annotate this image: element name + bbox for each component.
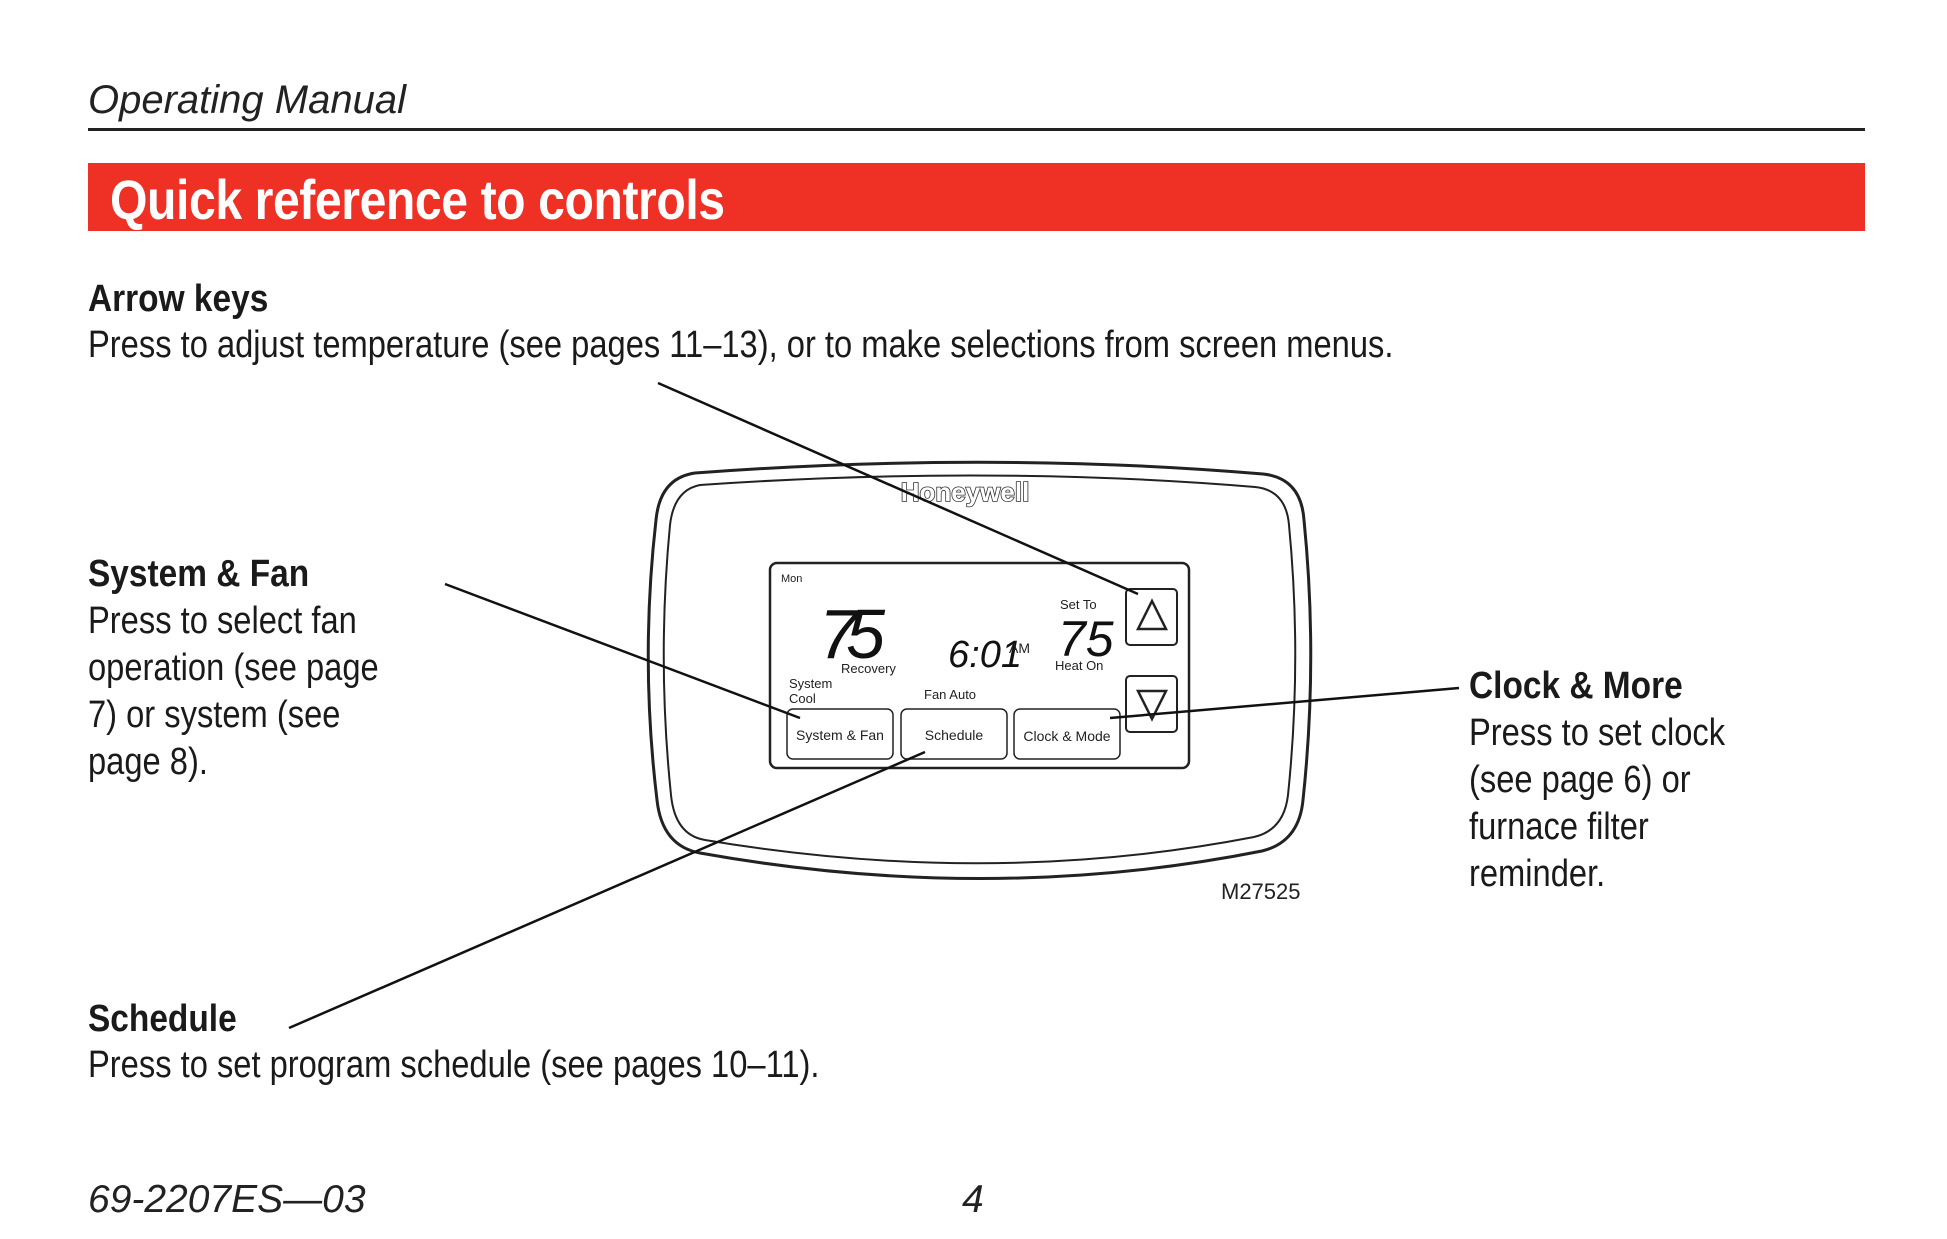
clock-more-leader [1109,686,1460,720]
clock-more-title: Clock & More [1469,665,1683,707]
clock-time: 6:01 [948,634,1022,676]
schedule-leader [288,750,926,1030]
arrow-keys-leader [657,381,1139,596]
system-fan-button[interactable]: System & Fan [786,708,894,760]
running-header: Operating Manual [88,78,406,122]
heat-status-label: Heat On [1055,658,1103,673]
fan-mode-label: Fan Auto [924,687,976,702]
thermostat-inner-housing [662,474,1297,865]
section-banner: Quick reference to controls [88,163,1865,231]
thermostat-outer-housing [646,460,1313,880]
document-number: 69-2207ES—03 [88,1178,366,1221]
recovery-label: Recovery [841,661,896,676]
clock-more-line: furnace filter [1469,806,1649,848]
room-temperature: 75 [819,595,886,673]
schedule-body: Press to set program schedule (see pages… [88,1044,820,1086]
arrow-keys-title: Arrow keys [88,278,269,320]
schedule-button[interactable]: Schedule [900,708,1008,760]
schedule-button-label: Schedule [925,727,984,743]
system-fan-line: operation (see page [88,647,379,689]
header-rule [88,128,1865,131]
clock-mode-button[interactable]: Clock & Mode [1013,708,1121,760]
system-mode-value: Cool [789,691,816,706]
system-fan-line: 7) or system (see [88,694,341,736]
clock-mode-button-label: Clock & Mode [1023,728,1110,744]
triangle-down-icon [1135,689,1169,722]
clock-more-line: Press to set clock [1469,712,1726,754]
banner-title: Quick reference to controls [110,168,725,231]
arrow-keys-body: Press to adjust temperature (see pages 1… [88,324,1394,366]
system-fan-line: Press to select fan [88,600,357,642]
figure-id: M27525 [1221,879,1301,904]
down-arrow-button[interactable] [1125,675,1178,733]
display-panel [768,561,1191,770]
up-arrow-button[interactable] [1125,588,1178,646]
system-fan-button-label: System & Fan [796,727,884,743]
triangle-up-icon [1135,598,1169,631]
system-fan-line: page 8). [88,741,208,783]
system-fan-body: Press to select fan operation (see page … [88,598,379,786]
set-temperature: 75 [1058,611,1114,667]
system-fan-leader [444,582,801,720]
clock-more-line: (see page 6) or [1469,759,1691,801]
set-to-label: Set To [1060,597,1097,612]
system-fan-title: System & Fan [88,553,310,595]
am-pm-label: AM [1009,640,1030,656]
page-number: 4 [962,1178,984,1221]
clock-more-body: Press to set clock (see page 6) or furna… [1469,710,1725,898]
schedule-title: Schedule [88,998,237,1040]
system-mode-label: System [789,676,832,691]
clock-more-line: reminder. [1469,853,1606,895]
day-label: Mon [781,573,802,585]
brand-logo: Honeywell [901,477,1030,507]
